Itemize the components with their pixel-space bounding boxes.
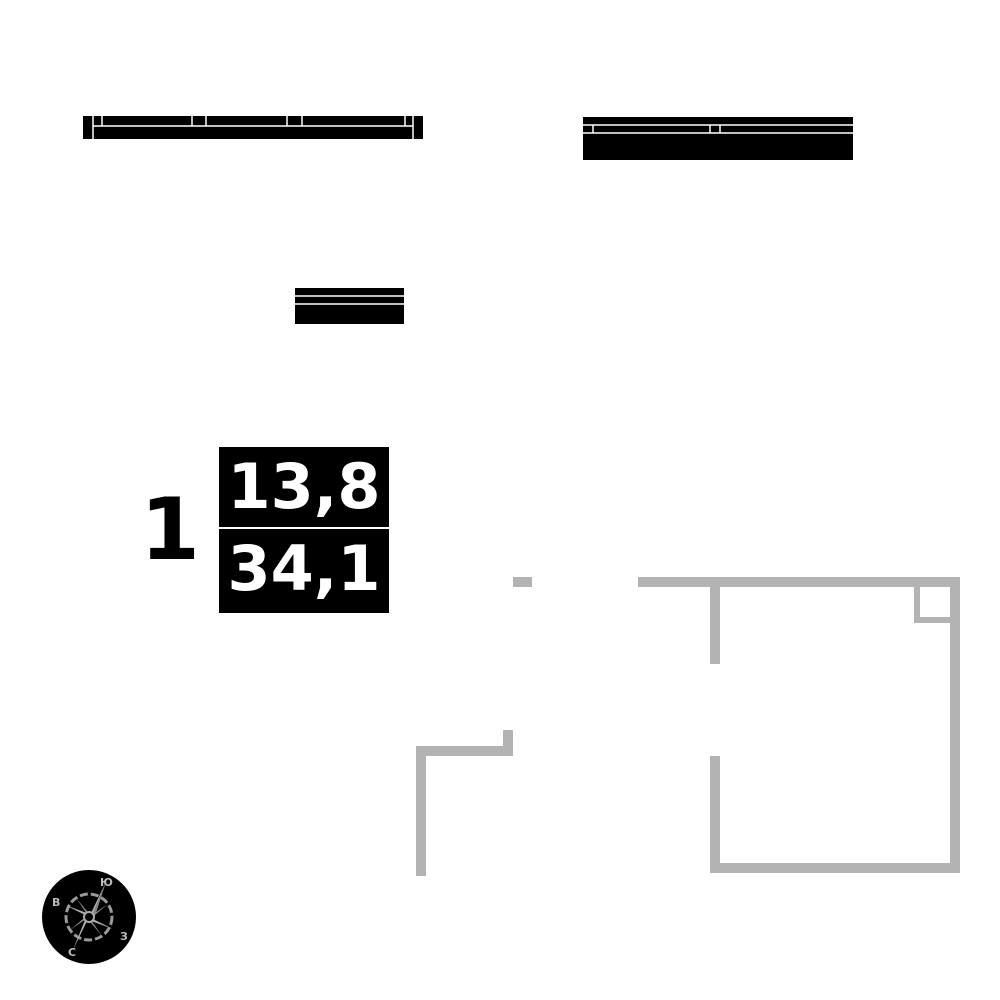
room-number: 1 xyxy=(140,480,200,580)
room-area: 13,8 xyxy=(227,450,381,523)
walls xyxy=(416,577,960,876)
window-small xyxy=(295,288,404,324)
area-label: 13,8 34,1 xyxy=(219,447,389,613)
window-right xyxy=(583,117,853,160)
total-area: 34,1 xyxy=(227,532,381,605)
window-left xyxy=(83,116,423,139)
compass-icon: Ю В З С xyxy=(42,870,136,964)
compass-north: Ю xyxy=(100,876,113,889)
compass-west: В xyxy=(52,896,61,909)
compass-east: З xyxy=(120,930,128,943)
compass-south: С xyxy=(68,946,77,959)
